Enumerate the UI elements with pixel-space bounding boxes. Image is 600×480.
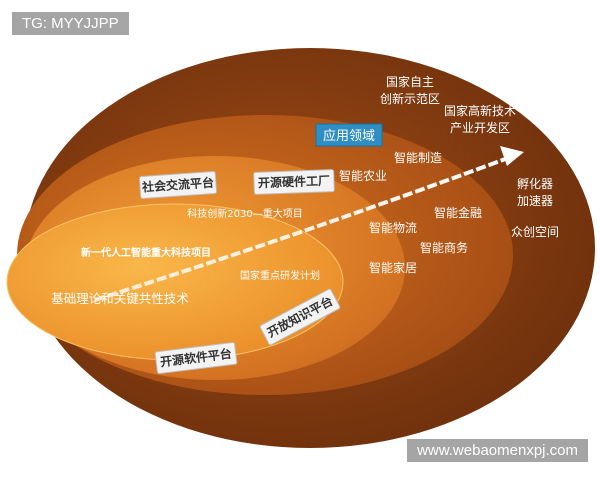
- outer-zone-2-line1: 国家高新技术: [444, 103, 516, 118]
- app-item-smart-home: 智能家居: [369, 260, 417, 275]
- maker-space: 众创空间: [511, 225, 559, 239]
- outer-zone-1-line2: 创新示范区: [380, 91, 440, 106]
- platform-hardware: 开源硬件工厂: [253, 169, 335, 195]
- app-item-logistics: 智能物流: [369, 220, 417, 235]
- project-key-plan: 国家重点研发计划: [240, 269, 320, 282]
- watermark-bottom: www.webaomenxpj.com: [407, 439, 588, 462]
- app-item-manufacturing: 智能制造: [394, 150, 442, 165]
- incubator-line1: 孵化器: [517, 177, 553, 191]
- app-item-commerce: 智能商务: [420, 240, 468, 255]
- application-title: 应用领域: [323, 128, 375, 144]
- platform-social: 社会交流平台: [138, 171, 218, 199]
- outer-zone-2-line2: 产业开发区: [450, 120, 510, 135]
- application-title-box: 应用领域: [315, 123, 383, 147]
- app-item-agriculture: 智能农业: [339, 168, 387, 183]
- project-ai-major: 新一代人工智能重大科技项目: [81, 246, 211, 259]
- incubator-line2: 加速器: [517, 194, 553, 208]
- core-ellipse: [6, 203, 344, 361]
- project-major-2030: 科技创新2030—重大项目: [187, 207, 302, 220]
- project-basic-theory: 基础理论和关键共性技术: [51, 291, 189, 306]
- svg-text:开源硬件工厂: 开源硬件工厂: [258, 173, 330, 191]
- watermark-top: TG: MYYJJPP: [12, 12, 129, 35]
- svg-text:社会交流平台: 社会交流平台: [141, 175, 215, 195]
- outer-zone-1-line1: 国家自主: [386, 74, 434, 89]
- app-item-finance: 智能金融: [434, 205, 482, 220]
- growth-arrow: [94, 146, 524, 302]
- platform-software: 开源软件平台: [154, 341, 238, 375]
